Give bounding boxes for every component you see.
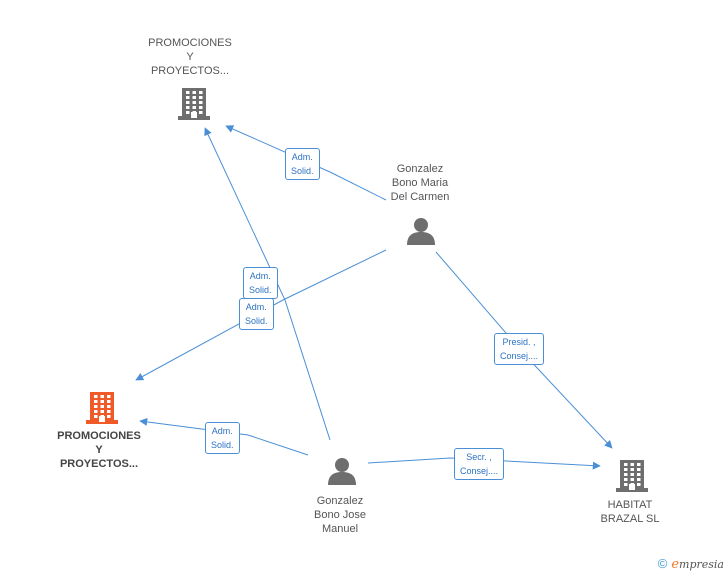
person-maria-label-line: Gonzalez	[396, 163, 444, 175]
edge-label-line: Solid.	[245, 316, 268, 326]
company-top-label[interactable]: PROMOCIONES Y PROYECTOS...	[140, 36, 240, 78]
edge-label-jose-top[interactable]: Adm. Solid.	[243, 267, 278, 299]
empresia-logo-initial: e	[671, 557, 680, 572]
edge-label-line: Solid.	[249, 285, 272, 295]
empresia-logo-text: mpresia	[679, 558, 724, 571]
company-top-label-line: Y	[186, 51, 194, 63]
edge-label-line: Consej....	[460, 466, 499, 476]
edge-label-maria-habitat[interactable]: Presid. , Consej....	[494, 333, 545, 365]
edge-label-jose-focus[interactable]: Adm. Solid.	[205, 422, 240, 454]
person-maria-label-line: Bono Maria	[391, 177, 449, 189]
person-icon[interactable]	[406, 216, 436, 251]
company-focus-label-line: PROYECTOS...	[59, 458, 139, 470]
person-maria-label-line: Del Carmen	[390, 191, 450, 203]
company-habitat-label-line: BRAZAL SL	[600, 513, 660, 525]
building-icon[interactable]	[178, 86, 210, 125]
person-icon[interactable]	[327, 456, 357, 491]
person-jose-label[interactable]: Gonzalez Bono Jose Manuel	[300, 494, 380, 536]
edge-maria-top	[225, 125, 387, 201]
person-jose-label-line: Gonzalez	[316, 495, 364, 507]
company-top-label-line: PROYECTOS...	[150, 65, 230, 77]
copyright-icon: ©	[657, 556, 668, 571]
edge-label-maria-top[interactable]: Adm. Solid.	[285, 148, 320, 180]
edge-label-line: Solid.	[211, 440, 234, 450]
company-habitat-label[interactable]: HABITAT BRAZAL SL	[588, 498, 672, 526]
edge-label-line: Adm.	[245, 302, 267, 312]
edge-label-line: Solid.	[291, 166, 314, 176]
person-jose-label-line: Bono Jose	[314, 509, 366, 521]
company-habitat-label-line: HABITAT	[607, 499, 653, 511]
empresia-footer[interactable]: ©empresia	[658, 556, 724, 572]
edge-label-line: Secr. ,	[466, 452, 492, 462]
edge-jose-focus	[139, 417, 309, 456]
company-focus-label-line: Y	[95, 444, 103, 456]
edge-label-line: Presid. ,	[502, 337, 536, 347]
building-icon[interactable]	[616, 458, 648, 497]
person-jose-label-line: Manuel	[321, 523, 359, 535]
edge-jose-habitat	[367, 457, 601, 470]
edge-maria-focus	[135, 249, 387, 381]
edge-label-line: Consej....	[500, 351, 539, 361]
company-focus-label-line: PROMOCIONES	[57, 430, 141, 442]
building-icon[interactable]	[86, 390, 118, 429]
edge-label-line: Adm.	[291, 152, 313, 162]
edge-jose-top	[204, 127, 331, 441]
person-maria-label[interactable]: Gonzalez Bono Maria Del Carmen	[378, 162, 462, 204]
edge-label-jose-habitat[interactable]: Secr. , Consej....	[454, 448, 505, 480]
company-top-label-line: PROMOCIONES	[148, 37, 232, 49]
edge-label-line: Adm.	[211, 426, 233, 436]
edge-label-maria-focus[interactable]: Adm. Solid.	[239, 298, 274, 330]
edge-label-line: Adm.	[249, 271, 271, 281]
company-focus-label[interactable]: PROMOCIONES Y PROYECTOS...	[46, 429, 152, 471]
